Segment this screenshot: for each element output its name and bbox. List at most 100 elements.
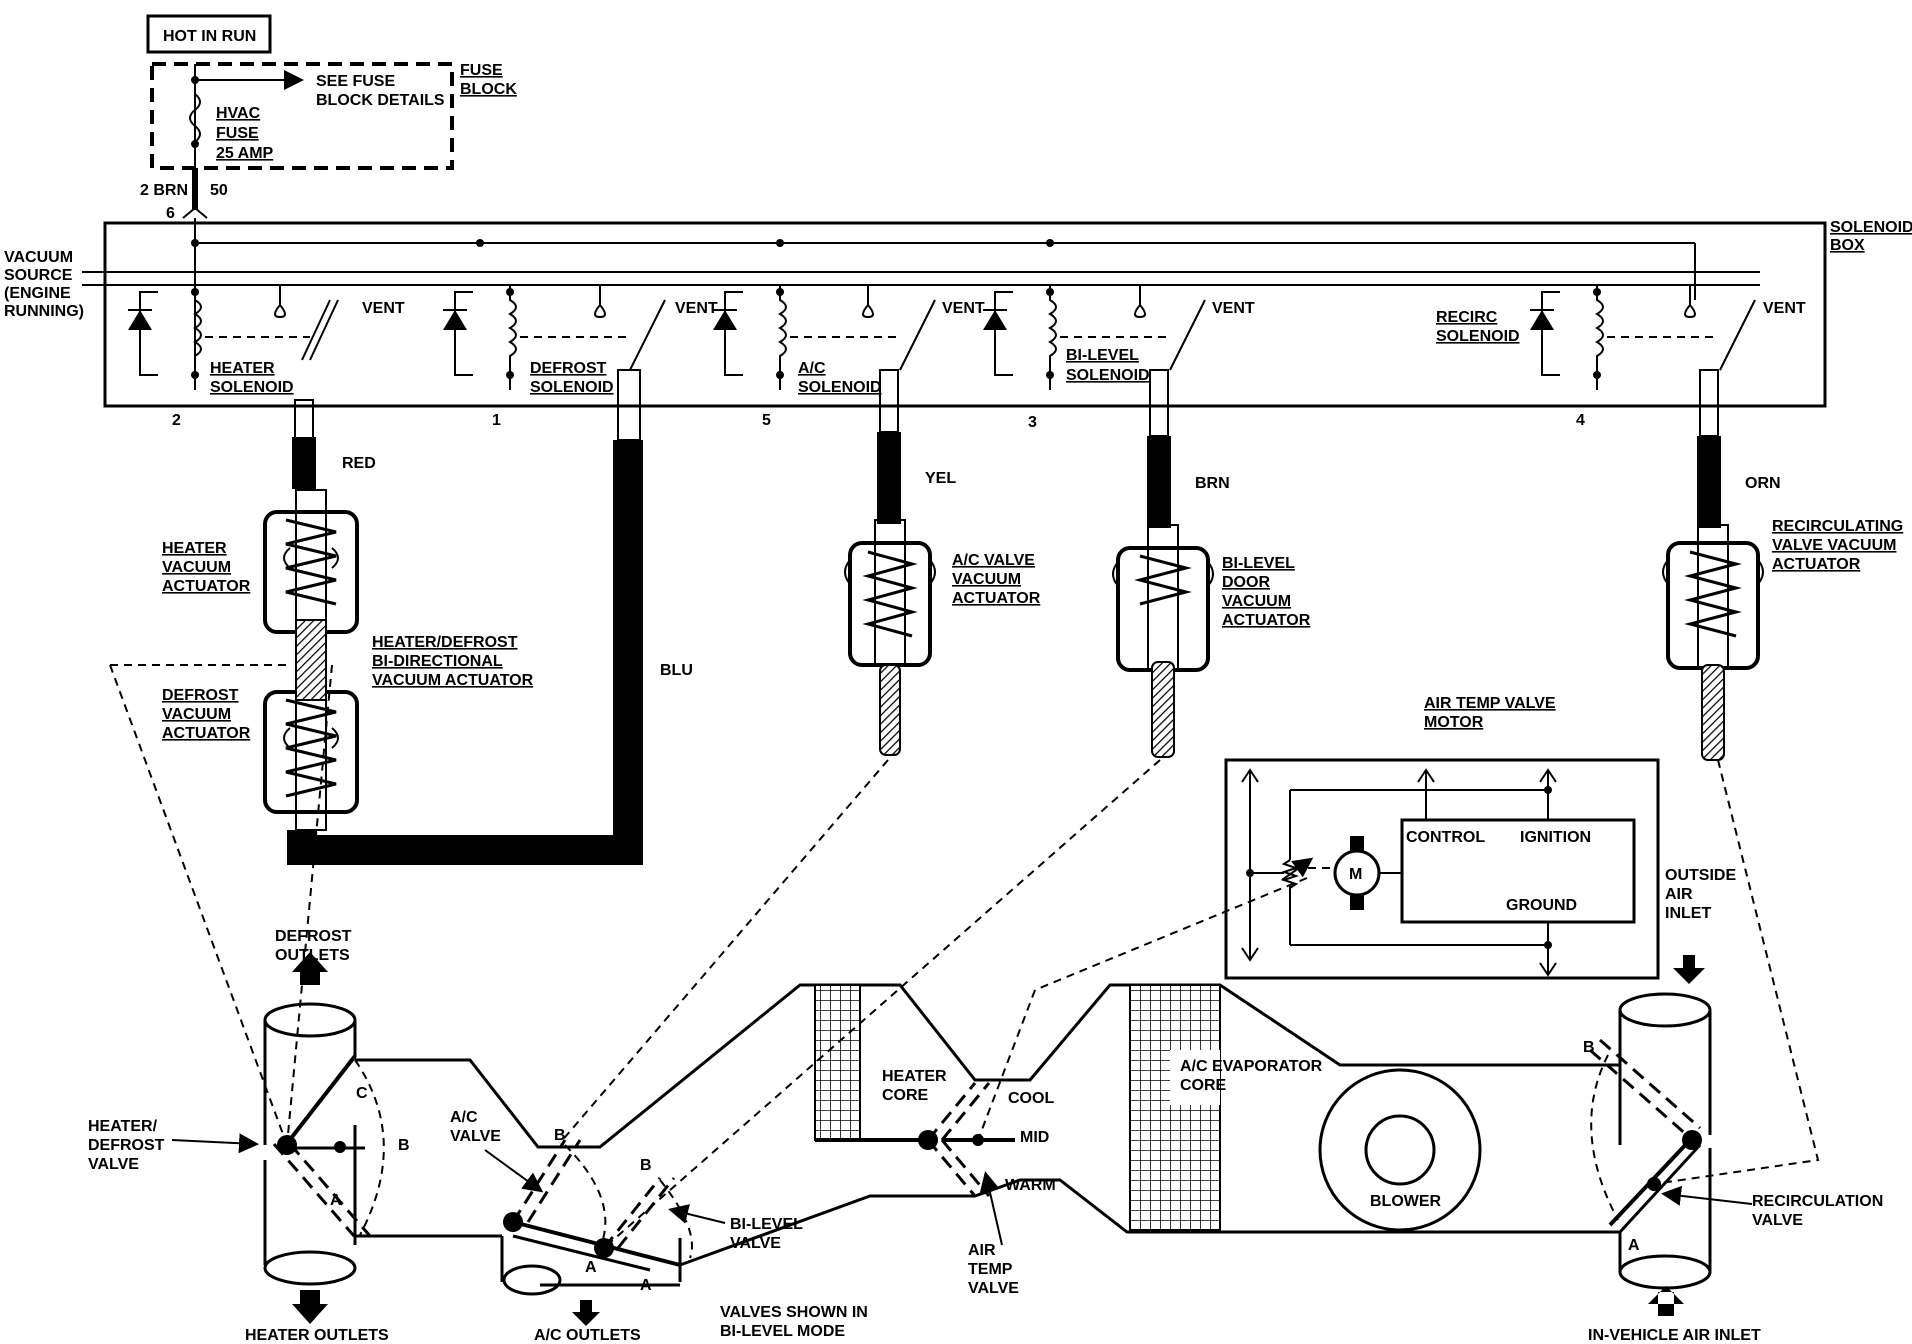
ac-valve-label-1: A/C: [450, 1109, 478, 1126]
outside-air-label-3: INLET: [1665, 905, 1711, 922]
motor-ground-label: GROUND: [1506, 897, 1577, 914]
recirc-solenoid-label-2: SOLENOID: [1436, 328, 1520, 345]
hdv-pos-a: A: [330, 1192, 342, 1209]
blv-pos-b: B: [640, 1157, 652, 1174]
linkage-lines: [109, 664, 1820, 1249]
defrost-solenoid-pin: 1: [492, 412, 501, 429]
blu-hose-label: BLU: [660, 662, 693, 679]
blv-pos-a: A: [640, 1277, 652, 1294]
airflow-duct: C B A B A B A: [263, 952, 1712, 1326]
heater-solenoid-label-2: SOLENOID: [210, 379, 294, 396]
solenoid-box-title-2: BOX: [1830, 237, 1865, 254]
air-temp-valve-label-1: AIR: [968, 1242, 996, 1259]
recirc-solenoid-label-1: RECIRC: [1436, 309, 1498, 326]
solenoid-heater: [128, 285, 339, 390]
bilevel-actuator-label-3: VACUUM: [1222, 593, 1291, 610]
vent-label-3: VENT: [942, 300, 985, 317]
ac-evaporator: [1129, 984, 1221, 1231]
bilevel-actuator-label-2: DOOR: [1222, 574, 1270, 591]
ac-solenoid-label-2: SOLENOID: [798, 379, 882, 396]
bilevel-actuator-label-1: BI-LEVEL: [1222, 555, 1295, 572]
hot-in-run-label: HOT IN RUN: [163, 28, 256, 45]
vent-label-4: VENT: [1212, 300, 1255, 317]
vacuum-source-label-2: SOURCE: [4, 267, 73, 284]
motor-title-1: AIR TEMP VALVE: [1424, 695, 1556, 712]
ac-valve-label-2: VALVE: [450, 1128, 501, 1145]
motor-box: [1224, 758, 1660, 980]
solenoid-box-title-1: SOLENOID: [1830, 219, 1912, 236]
ac-solenoid-pin: 5: [762, 412, 771, 429]
solenoid-defrost: [443, 285, 666, 390]
heater-solenoid-label-1: HEATER: [210, 360, 275, 377]
outside-air-label-1: OUTSIDE: [1665, 867, 1736, 884]
rv-pos-a: A: [1628, 1237, 1640, 1254]
heater-actuator-label-1: HEATER: [162, 540, 227, 557]
solenoid-recirc: [1530, 285, 1756, 390]
air-temp-valve-label-2: TEMP: [968, 1261, 1013, 1278]
vacuum-source-label-4: RUNNING): [4, 303, 84, 320]
motor-m-label: M: [1349, 866, 1362, 883]
circuit-number: 50: [210, 182, 228, 199]
bilevel-solenoid-pin: 3: [1028, 414, 1037, 431]
recirc-actuator-label-3: ACTUATOR: [1772, 556, 1861, 573]
orn-hose: [1697, 436, 1721, 528]
evaporator-label-2: CORE: [1180, 1077, 1227, 1094]
heater-core: [814, 984, 861, 1141]
bilevel-solenoid-label-1: BI-LEVEL: [1066, 347, 1139, 364]
warm-label: WARM: [1005, 1177, 1056, 1194]
heater-defrost-valve-label-2: DEFROST: [88, 1137, 165, 1154]
air-temp-valve-label-3: VALVE: [968, 1280, 1019, 1297]
recirc-actuator-label-2: VALVE VACUUM: [1772, 537, 1896, 554]
motor-control-label: CONTROL: [1406, 829, 1485, 846]
ac-actuator-label-2: VACUUM: [952, 571, 1021, 588]
defrost-solenoid-label-1: DEFROST: [530, 360, 607, 377]
orn-hose-label: ORN: [1745, 475, 1781, 492]
vacuum-source-label-3: (ENGINE: [4, 285, 71, 302]
valves-shown-label-2: BI-LEVEL MODE: [720, 1323, 845, 1340]
bidirectional-actuator-label-3: VACUUM ACTUATOR: [372, 672, 534, 689]
bilevel-valve-label-2: VALVE: [730, 1235, 781, 1252]
vent-label-5: VENT: [1763, 300, 1806, 317]
hoses: RED BLU YEL BRN ORN: [287, 369, 1781, 865]
hvac-fuse-label-2: FUSE: [216, 125, 259, 142]
defrost-actuator-label-1: DEFROST: [162, 687, 239, 704]
heater-outlets-label: HEATER OUTLETS: [245, 1327, 389, 1344]
yel-hose: [877, 432, 901, 524]
red-hose: [292, 437, 316, 489]
solenoid-box-outline: [103, 221, 1827, 408]
bidirectional-actuator-label-1: HEATER/DEFROST: [372, 634, 518, 651]
motor-ignition-label: IGNITION: [1520, 829, 1591, 846]
recirc-valve-label-2: VALVE: [1752, 1212, 1803, 1229]
ac-solenoid-label-1: A/C: [798, 360, 826, 377]
see-fuse-label-2: BLOCK DETAILS: [316, 92, 445, 109]
heater-actuator-label-2: VACUUM: [162, 559, 231, 576]
defrost-actuator-label-3: ACTUATOR: [162, 725, 251, 742]
hdv-pos-c: C: [356, 1085, 368, 1102]
yel-hose-label: YEL: [925, 470, 956, 487]
outside-air-label-2: AIR: [1665, 886, 1693, 903]
fuse-block-box: [150, 62, 454, 170]
hdv-pos-b: B: [398, 1137, 410, 1154]
fuse-block-label-1: FUSE: [460, 62, 503, 79]
solenoid-box: SOLENOID BOX VACUUM SOURCE (ENGINE RUNNI…: [4, 218, 1912, 408]
bilevel-door-actuator: BI-LEVEL DOOR VACUUM ACTUATOR: [1112, 524, 1311, 758]
hot-in-run-box: [146, 14, 272, 54]
heater-defrost-valve-label-1: HEATER/: [88, 1118, 158, 1135]
bilevel-solenoid-label-2: SOLENOID: [1066, 367, 1150, 384]
fuse-symbol: [189, 93, 201, 143]
rv-pos-b: B: [1583, 1039, 1595, 1056]
power-section: HOT IN RUN SEE FUSE BLOCK DETAILS HVAC F…: [140, 14, 517, 222]
solenoid-labels: HEATER SOLENOID 2 VENT DEFROST SOLENOID …: [172, 300, 1806, 431]
air-temp-motor: AIR TEMP VALVE MOTOR CONTROL IGNITION GR…: [1224, 695, 1660, 980]
defrost-solenoid-label-2: SOLENOID: [530, 379, 614, 396]
red-hose-label: RED: [342, 455, 376, 472]
heater-defrost-actuator: HEATER VACUUM ACTUATOR HEATER/DEFROST BI…: [162, 489, 534, 831]
brn-hose: [1147, 436, 1171, 528]
heater-core-label-2: CORE: [882, 1087, 929, 1104]
fuse-block-label-2: BLOCK: [460, 81, 517, 98]
see-fuse-label-1: SEE FUSE: [316, 73, 395, 90]
in-vehicle-air-label: IN-VEHICLE AIR INLET: [1588, 1327, 1761, 1344]
defrost-outlets-label-1: DEFROST: [275, 928, 352, 945]
heater-actuator-label-3: ACTUATOR: [162, 578, 251, 595]
recirc-solenoid-pin: 4: [1576, 412, 1585, 429]
